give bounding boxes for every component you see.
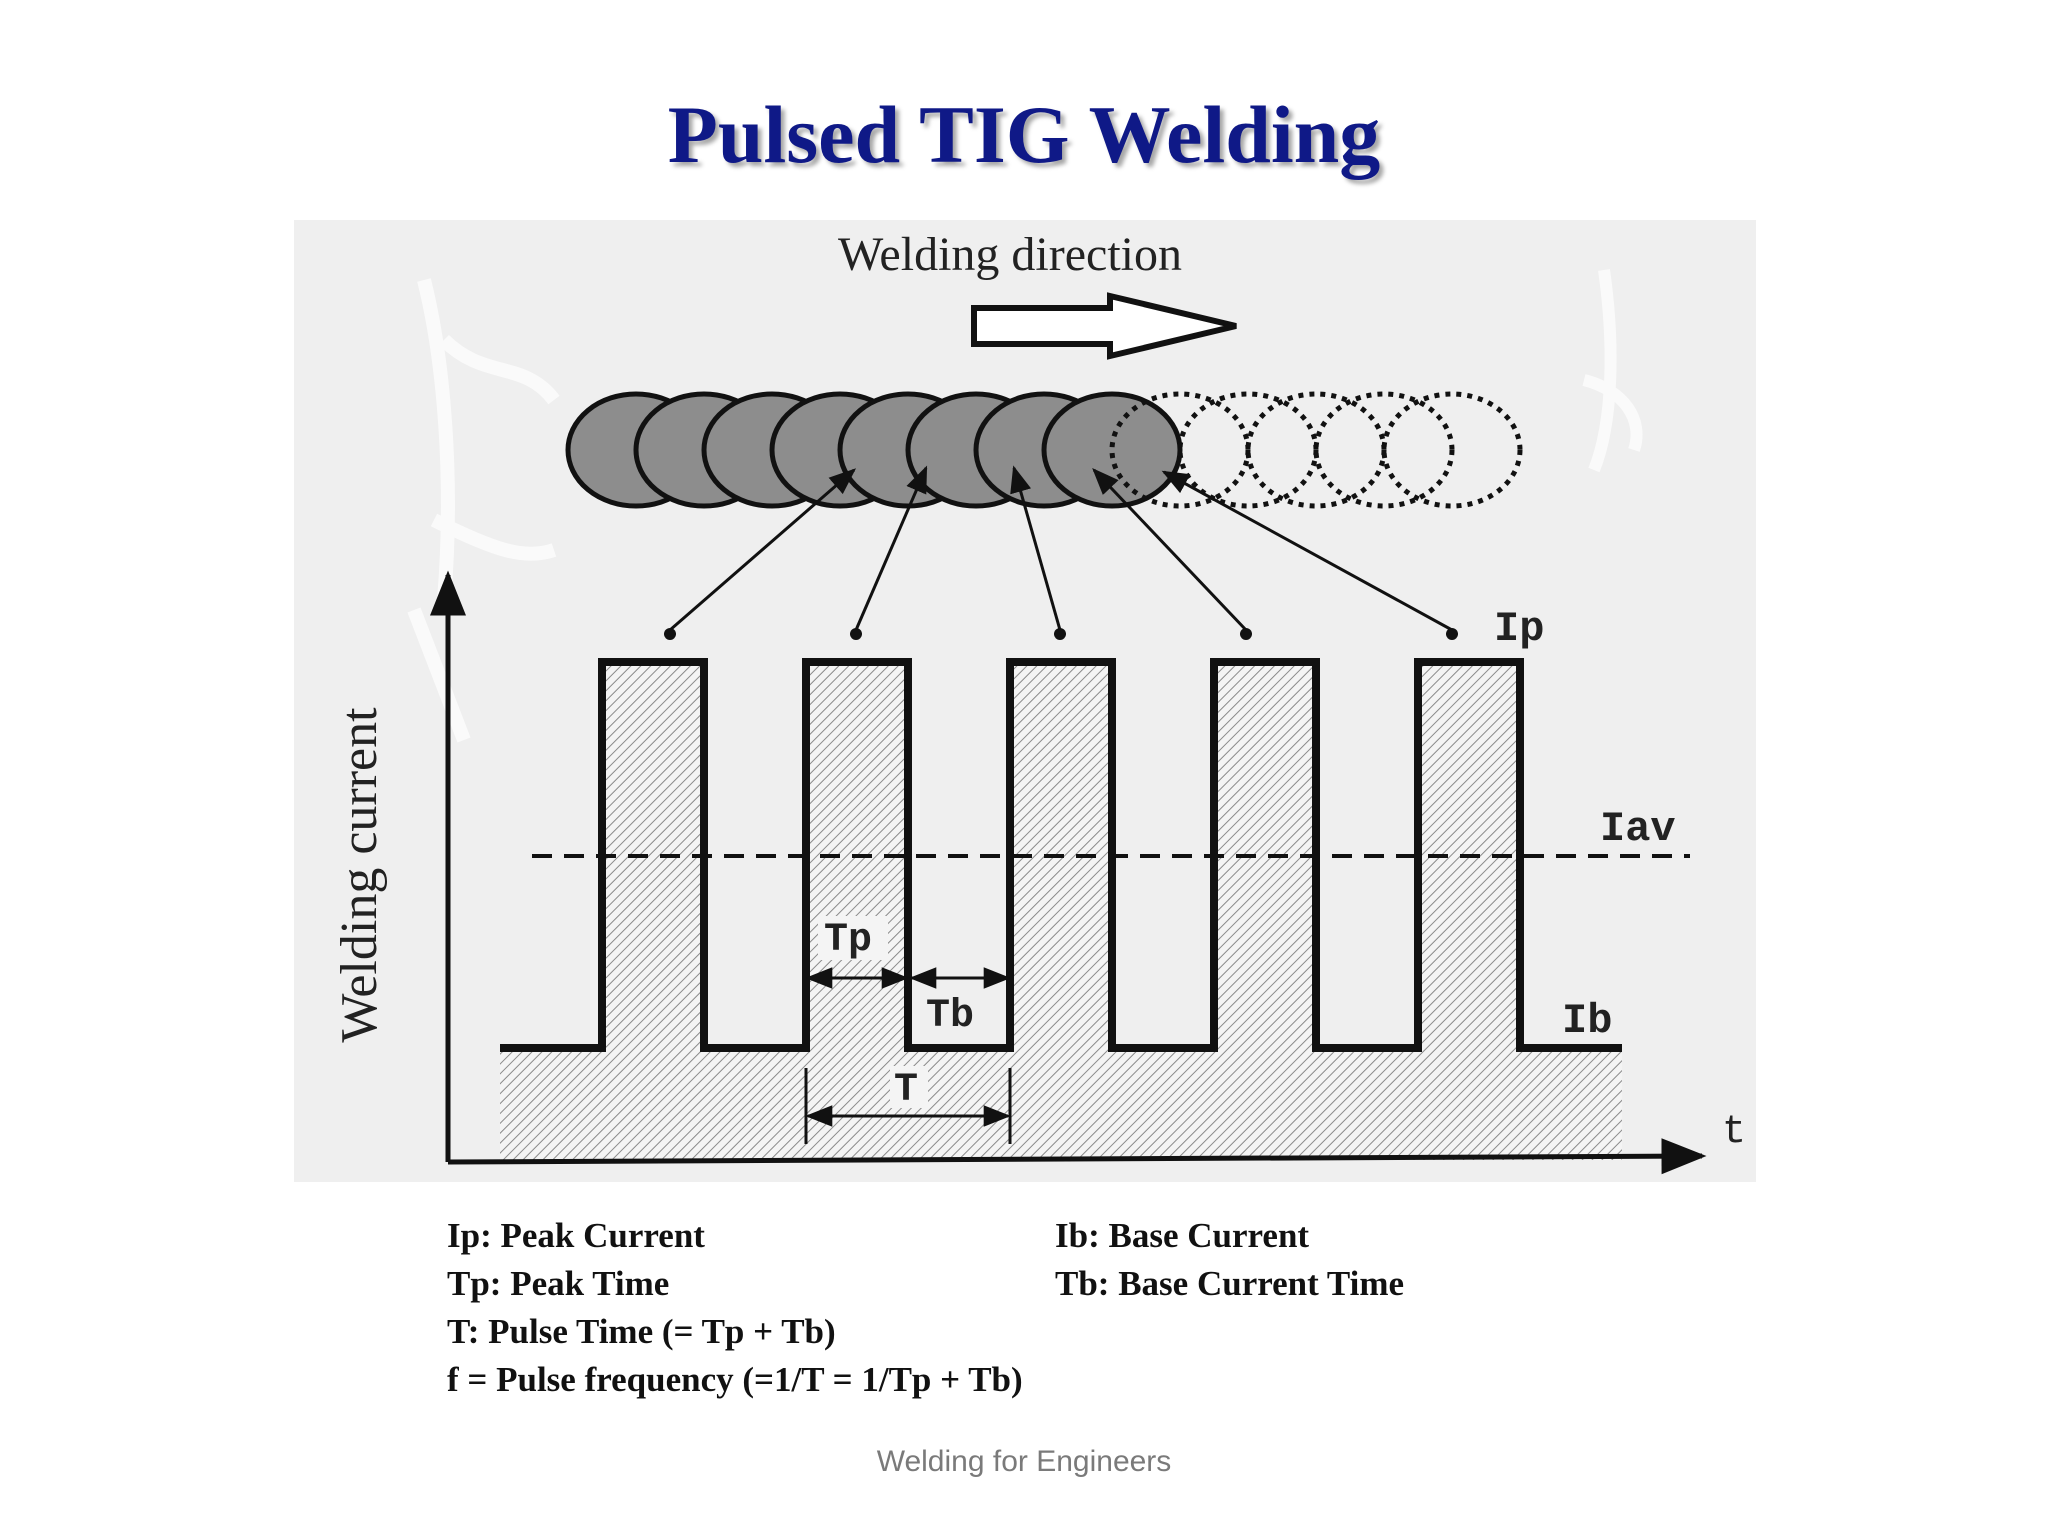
tp-label-bg xyxy=(818,916,888,960)
footer-text: Welding for Engineers xyxy=(876,1445,1172,1478)
average-current-label: Iav xyxy=(1600,805,1676,853)
timing-dimensions xyxy=(804,967,1012,1144)
background-scribble xyxy=(407,278,560,743)
pulse-pointer-dots xyxy=(664,628,1458,640)
pulsed-current-diagram: Welding direction Welding xyxy=(294,220,1756,1182)
legend-pulse-time: T: Pulse Time (= Tp + Tb) xyxy=(447,1312,836,1351)
base-current-label: Ib xyxy=(1562,997,1612,1045)
current-area-hatch xyxy=(500,662,1622,1160)
peak-time-label: Tp xyxy=(824,918,872,963)
y-axis-label: Welding current xyxy=(331,707,388,1043)
background-scribble xyxy=(1582,269,1643,473)
pulse-time-label: T xyxy=(894,1068,918,1113)
direction-arrow-icon xyxy=(971,292,1237,360)
weld-bead-future xyxy=(1109,391,1523,509)
weld-bead-solid xyxy=(565,391,1183,509)
pulse-pointers xyxy=(669,465,1453,632)
x-axis xyxy=(447,1138,1707,1175)
x-axis-label: t xyxy=(1722,1110,1746,1155)
diagram-svg: Welding direction Welding xyxy=(331,228,1746,1175)
peak-current-label: Ip xyxy=(1494,605,1544,653)
legend-pulse-frequency: f = Pulse frequency (=1/T = 1/Tp + Tb) xyxy=(447,1360,1023,1399)
legend-peak-current: Ip: Peak Current xyxy=(447,1216,705,1255)
welding-direction-label: Welding direction xyxy=(838,228,1182,281)
t-label-bg xyxy=(890,1066,928,1108)
legend-base-current: Ib: Base Current xyxy=(1055,1216,1310,1255)
legend-base-current-time: Tb: Base Current Time xyxy=(1055,1264,1405,1303)
base-time-label: Tb xyxy=(926,994,974,1039)
legend-peak-time: Tp: Peak Time xyxy=(447,1264,670,1303)
slide-title: Pulsed TIG Welding xyxy=(667,89,1381,180)
